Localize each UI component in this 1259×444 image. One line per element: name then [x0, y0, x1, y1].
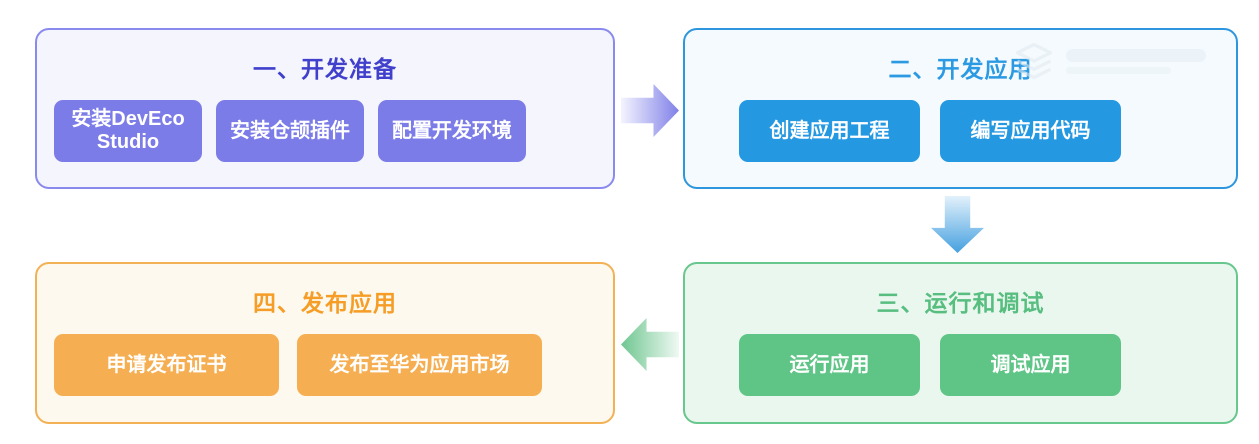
step-chip-row: 运行应用 调试应用: [685, 334, 1236, 396]
arrow-down-icon: [931, 196, 984, 253]
step-chip-write-code: 编写应用代码: [940, 100, 1121, 162]
arrow-left-icon: [621, 318, 679, 371]
step-chip-row: 创建应用工程 编写应用代码: [685, 100, 1236, 162]
flow-box-run-debug: 三、运行和调试 运行应用 调试应用: [683, 262, 1238, 424]
box-title-publish-app: 四、发布应用: [253, 290, 397, 316]
step-chip-row: 申请发布证书 发布至华为应用市场: [37, 334, 613, 396]
step-chip-publish-to-appgallery: 发布至华为应用市场: [297, 334, 542, 396]
flow-box-dev-prep: 一、开发准备 安装DevEco Studio 安装仓颉插件 配置开发环境: [35, 28, 615, 189]
flow-box-develop-app: 二、开发应用 创建应用工程 编写应用代码: [683, 28, 1238, 189]
step-chip-install-deveco: 安装DevEco Studio: [54, 100, 202, 162]
step-chip-install-cangjie-plugin: 安装仓颉插件: [216, 100, 364, 162]
step-chip-row: 安装DevEco Studio 安装仓颉插件 配置开发环境: [37, 100, 613, 162]
flow-box-publish-app: 四、发布应用 申请发布证书 发布至华为应用市场: [35, 262, 615, 424]
step-chip-apply-certificate: 申请发布证书: [54, 334, 279, 396]
box-title-run-debug: 三、运行和调试: [876, 290, 1045, 316]
step-chip-run-app: 运行应用: [739, 334, 920, 396]
step-chip-create-project: 创建应用工程: [739, 100, 920, 162]
arrow-right-icon: [621, 84, 679, 137]
step-chip-debug-app: 调试应用: [940, 334, 1121, 396]
box-title-dev-prep: 一、开发准备: [253, 56, 397, 82]
step-chip-configure-env: 配置开发环境: [378, 100, 526, 162]
box-title-develop-app: 二、开发应用: [888, 56, 1033, 82]
